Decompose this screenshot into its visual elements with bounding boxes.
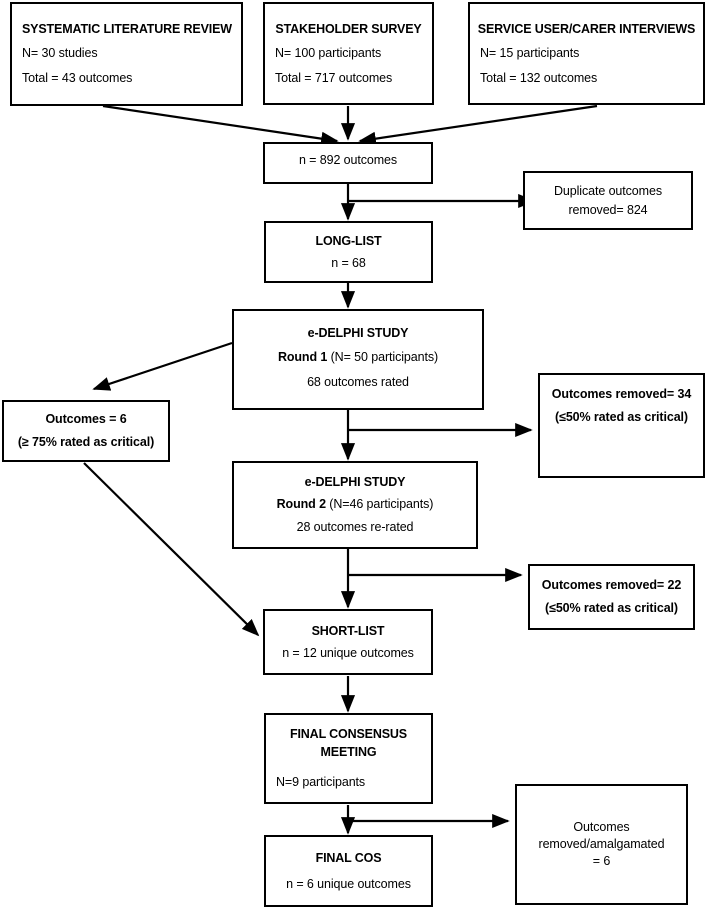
total-outcomes-line-1: n = 892 outcomes bbox=[298, 153, 398, 167]
delphi1-title: e-DELPHI STUDY bbox=[307, 326, 409, 340]
slr-line-1: N= 30 studies bbox=[22, 46, 98, 61]
delphi2-round-rest: (N=46 participants) bbox=[325, 497, 434, 511]
node-service-user-carer-interviews[interactable]: SERVICE USER/CARER INTERVIEWS N= 15 part… bbox=[468, 2, 705, 105]
duplicates-line-1: Duplicate outcomes bbox=[554, 183, 662, 198]
retained6-line-2: (≥ 75% rated as critical) bbox=[17, 435, 155, 449]
removed22-line-1: Outcomes removed= 22 bbox=[541, 578, 682, 593]
delphi2-title: e-DELPHI STUDY bbox=[304, 475, 406, 489]
node-long-list[interactable]: LONG-LIST n = 68 bbox=[264, 221, 433, 283]
long-list-line-1: n = 68 bbox=[331, 255, 366, 270]
removed22-line-2: (≤50% rated as critical) bbox=[545, 601, 678, 615]
amalgamated-line-3: = 6 bbox=[592, 853, 611, 868]
amalgamated-line-2: removed/amalgamated bbox=[538, 837, 665, 852]
node-final-cos[interactable]: FINAL COS n = 6 unique outcomes bbox=[264, 835, 433, 907]
arrow-interviews-to-total bbox=[358, 104, 598, 146]
removed34-line-1: Outcomes removed= 34 bbox=[551, 387, 692, 401]
consensus-line-1: N=9 participants bbox=[276, 775, 366, 789]
consensus-title-line-2: MEETING bbox=[320, 745, 377, 759]
final-cos-title: FINAL COS bbox=[315, 851, 382, 865]
short-list-title: SHORT-LIST bbox=[311, 623, 385, 638]
delphi2-line-2: 28 outcomes re-rated bbox=[296, 519, 414, 534]
node-short-list[interactable]: SHORT-LIST n = 12 unique outcomes bbox=[263, 609, 433, 675]
delphi2-round-bold: Round 2 bbox=[276, 497, 326, 511]
removed34-line-2: (≤50% rated as critical) bbox=[555, 409, 688, 424]
slr-line-2: Total = 43 outcomes bbox=[22, 71, 133, 85]
delphi1-round-rest: (N= 50 participants) bbox=[327, 350, 439, 364]
node-outcomes-removed-amalgamated[interactable]: Outcomes removed/amalgamated = 6 bbox=[515, 784, 688, 905]
long-list-title: LONG-LIST bbox=[315, 233, 382, 248]
final-cos-line-1: n = 6 unique outcomes bbox=[286, 877, 411, 891]
node-final-consensus-meeting[interactable]: FINAL CONSENSUS MEETING N=9 participants bbox=[264, 713, 433, 804]
survey-title: STAKEHOLDER SURVEY bbox=[275, 21, 422, 36]
arrow-delphi1-to-retained6 bbox=[92, 341, 233, 391]
delphi1-round-line: Round 1 (N= 50 participants) bbox=[278, 350, 438, 365]
node-total-outcomes[interactable]: n = 892 outcomes bbox=[263, 142, 433, 184]
duplicates-line-2: removed= 824 bbox=[568, 202, 648, 217]
survey-line-2: Total = 717 outcomes bbox=[275, 70, 393, 85]
amalgamated-line-1: Outcomes bbox=[573, 820, 630, 835]
interviews-line-1: N= 15 participants bbox=[480, 45, 580, 60]
interviews-line-2: Total = 132 outcomes bbox=[480, 70, 598, 85]
consensus-title-line-1: FINAL CONSENSUS bbox=[290, 727, 407, 741]
delphi1-line-2: 68 outcomes rated bbox=[307, 374, 409, 389]
slr-title: SYSTEMATIC LITERATURE REVIEW bbox=[22, 22, 232, 37]
node-stakeholder-survey[interactable]: STAKEHOLDER SURVEY N= 100 participants T… bbox=[263, 2, 434, 105]
node-systematic-literature-review[interactable]: SYSTEMATIC LITERATURE REVIEW N= 30 studi… bbox=[10, 2, 243, 106]
delphi1-round-bold: Round 1 bbox=[277, 350, 328, 364]
short-list-line-1: n = 12 unique outcomes bbox=[282, 645, 414, 660]
retained6-line-1: Outcomes = 6 bbox=[45, 412, 127, 427]
arrow-slr-to-total bbox=[102, 104, 339, 146]
node-edelphi-round-1[interactable]: e-DELPHI STUDY Round 1 (N= 50 participan… bbox=[232, 309, 484, 410]
survey-line-1: N= 100 participants bbox=[275, 45, 382, 60]
node-outcomes-removed-34[interactable]: Outcomes removed= 34 (≤50% rated as crit… bbox=[538, 373, 705, 478]
node-outcomes-removed-22[interactable]: Outcomes removed= 22 (≤50% rated as crit… bbox=[528, 564, 695, 630]
delphi2-round-line: Round 2 (N=46 participants) bbox=[277, 497, 434, 512]
node-edelphi-round-2[interactable]: e-DELPHI STUDY Round 2 (N=46 participant… bbox=[232, 461, 478, 549]
node-duplicate-outcomes-removed[interactable]: Duplicate outcomes removed= 824 bbox=[523, 171, 693, 230]
interviews-title: SERVICE USER/CARER INTERVIEWS bbox=[477, 21, 696, 36]
node-outcomes-retained-6[interactable]: Outcomes = 6 (≥ 75% rated as critical) bbox=[2, 400, 170, 462]
